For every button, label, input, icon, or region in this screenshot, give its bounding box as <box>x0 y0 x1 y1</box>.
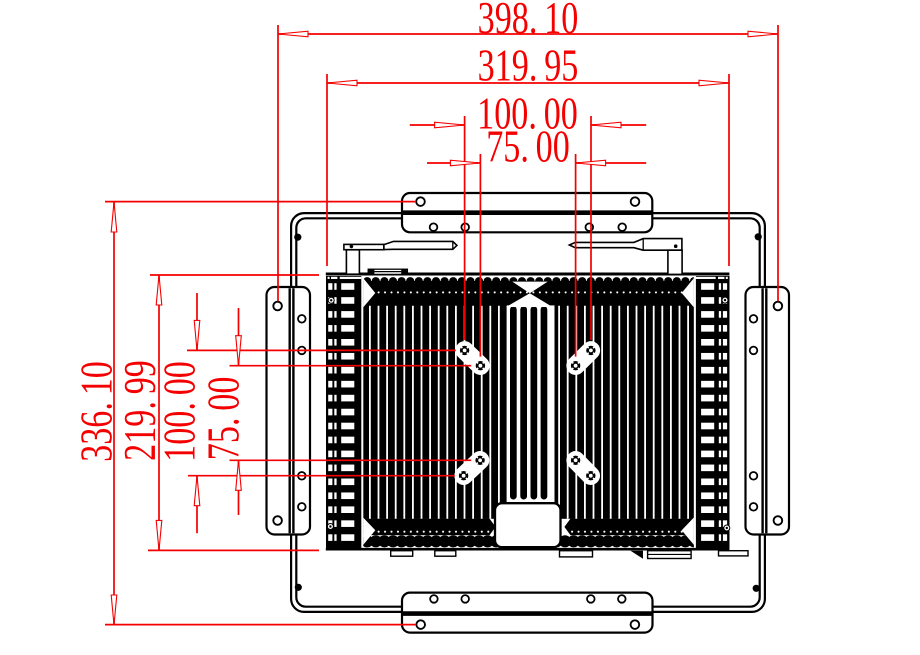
svg-text:398. 10: 398. 10 <box>478 0 579 43</box>
svg-text:75. 00: 75. 00 <box>486 121 570 172</box>
svg-text:100. 00: 100. 00 <box>154 361 205 462</box>
svg-text:219. 99: 219. 99 <box>114 360 165 461</box>
svg-text:319. 95: 319. 95 <box>478 40 579 91</box>
svg-text:75. 00: 75. 00 <box>198 377 249 461</box>
svg-text:336. 10: 336. 10 <box>71 361 122 462</box>
svg-text:100. 00: 100. 00 <box>477 88 578 139</box>
